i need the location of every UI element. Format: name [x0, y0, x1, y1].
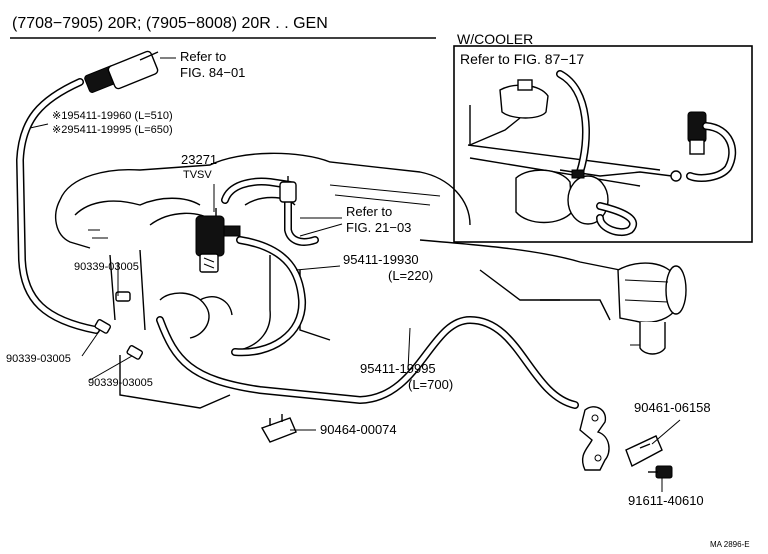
distributor-drawing	[617, 262, 687, 355]
tvsv-label: TVSV	[183, 169, 212, 181]
ref-84-line2: FIG. 84−01	[180, 65, 246, 80]
hose-220	[231, 236, 307, 357]
inset-drawing	[467, 70, 737, 237]
ref-21-line2: FIG. 21−03	[346, 220, 412, 235]
hose-700-length: (L=700)	[408, 377, 454, 392]
ref-21-line1: Refer to	[346, 204, 393, 219]
clamp-label-2: 90339-03005	[6, 353, 71, 365]
hose-clip	[260, 414, 297, 443]
inset-frame	[453, 45, 753, 243]
engine-outline	[54, 152, 621, 409]
bracket-part-number: 90461-06158	[634, 400, 711, 415]
leader-lines	[29, 57, 681, 492]
inset-title: W/COOLER	[457, 31, 534, 47]
illustration-code: MA 2896-E	[710, 540, 750, 549]
tvsv-part-number: 23271	[181, 152, 218, 167]
hose-clamps	[94, 291, 144, 360]
bracket	[579, 406, 610, 471]
vacuum-fitting	[84, 50, 159, 93]
tee-fitting	[279, 176, 297, 203]
inset-reference: Refer to FIG. 87−17	[460, 51, 585, 67]
bolt-part-number: 91611-40610	[628, 493, 704, 508]
page-title: (7708−7905) 20R; (7905−8008) 20R . . GEN	[12, 15, 328, 32]
hose-700-part-number: 95411-19995	[360, 361, 436, 376]
tvsv-valve	[195, 208, 241, 273]
ref-84-line1: Refer to	[180, 49, 227, 64]
hose-220-length: (L=220)	[388, 268, 434, 283]
hose-part-b: ※295411-19995 (L=650)	[52, 124, 173, 136]
clamp-label-1: 90339-03005	[74, 261, 139, 273]
hose-220-part-number: 95411-19930	[343, 252, 419, 267]
clip-part-number: 90464-00074	[320, 422, 397, 437]
bolt	[648, 465, 673, 479]
hose-part-a: ※195411-19960 (L=510)	[52, 110, 173, 122]
clamp-label-3: 90339-03005	[88, 377, 153, 389]
